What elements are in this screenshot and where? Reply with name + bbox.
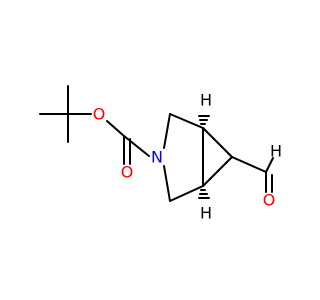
stereo-hash-bottom <box>198 189 210 199</box>
bond-ch2-bottom-to-bridgehead-bottom <box>169 185 204 202</box>
carbonyl-double-bond <box>123 135 131 165</box>
atom-hydrogen-aldehyde: H <box>270 142 282 161</box>
tert-butyl-group <box>39 85 92 143</box>
bond-bridgehead-bottom-to-cyclopropyl <box>202 156 233 187</box>
atom-oxygen-ester: O <box>93 105 106 124</box>
bond-aldehyde-carbon-to-h <box>265 157 274 173</box>
atom-oxygen-carbonyl: O <box>121 163 134 182</box>
aldehyde-group <box>231 156 274 193</box>
stereo-hash-top <box>198 115 210 125</box>
atom-hydrogen-stereo-top: H <box>200 91 212 110</box>
bond-bridgehead-top-to-cyclopropyl <box>202 127 233 158</box>
bond-nitrogen-to-ch2-top <box>163 113 171 149</box>
atom-nitrogen: N <box>151 148 163 167</box>
bond-ch2-top-to-bridgehead-top <box>169 113 204 129</box>
bond-cyclopropyl-to-aldehyde-carbon <box>231 156 267 173</box>
molecule-structure-canvas: O O N H H H O <box>39 85 282 223</box>
bond-carbonyl-carbon-to-nitrogen <box>123 135 150 157</box>
bicyclic-ring <box>163 113 233 202</box>
atom-hydrogen-stereo-bottom: H <box>200 204 212 223</box>
bond-nitrogen-to-ch2-bottom <box>163 165 171 202</box>
atom-oxygen-aldehyde: O <box>263 191 276 210</box>
bond-oxygen-to-carbonyl-carbon <box>106 120 125 137</box>
